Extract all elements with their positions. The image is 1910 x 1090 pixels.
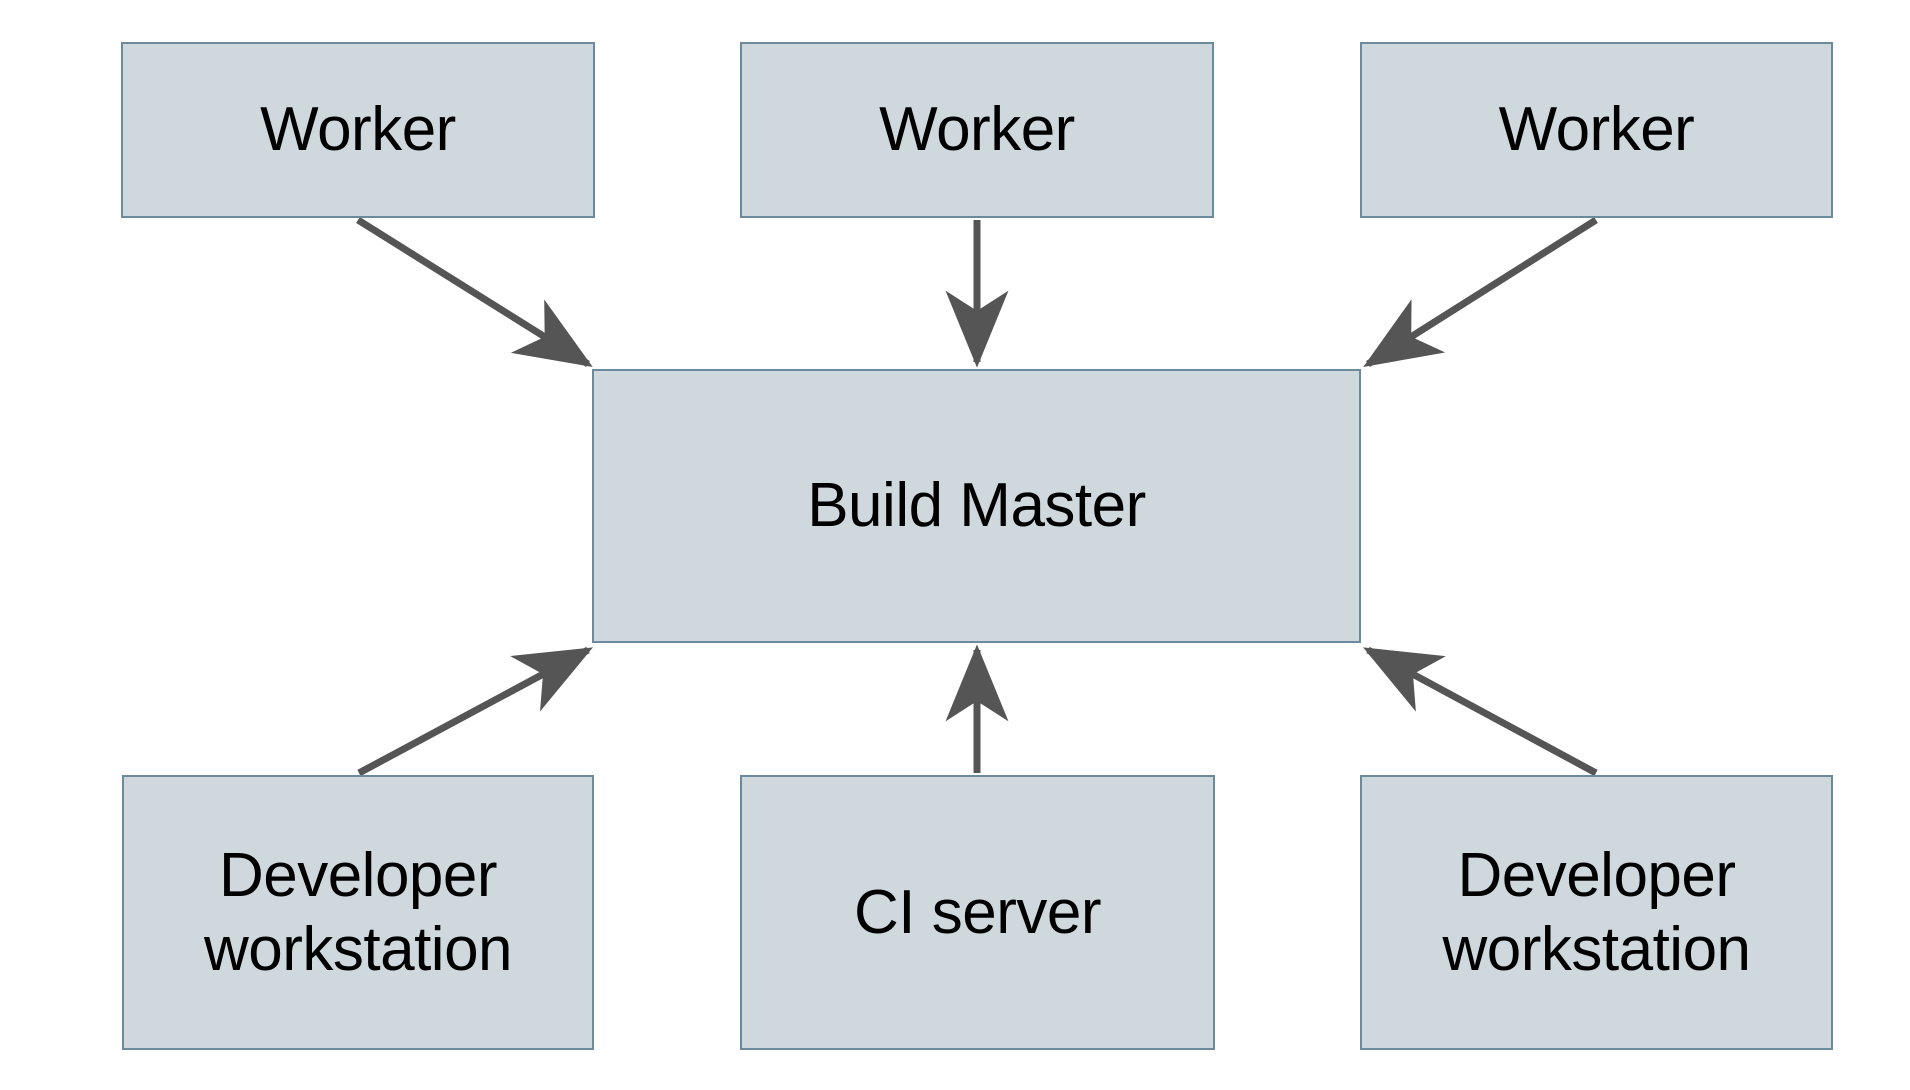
edge-dev-2-to-master [1363,646,1598,777]
node-ci-server[interactable]: CI server [740,775,1215,1050]
edge-worker-1-to-master [356,217,593,367]
node-worker-3[interactable]: Worker [1360,42,1833,218]
node-developer-workstation-2[interactable]: Developer workstation [1360,775,1833,1050]
node-worker-1[interactable]: Worker [121,42,595,218]
node-developer-workstation-1[interactable]: Developer workstation [122,775,594,1050]
edge-worker-3-to-master [1363,217,1598,367]
node-build-master[interactable]: Build Master [592,369,1361,643]
edge-dev-1-to-master [357,646,593,777]
node-worker-2[interactable]: Worker [740,42,1214,218]
